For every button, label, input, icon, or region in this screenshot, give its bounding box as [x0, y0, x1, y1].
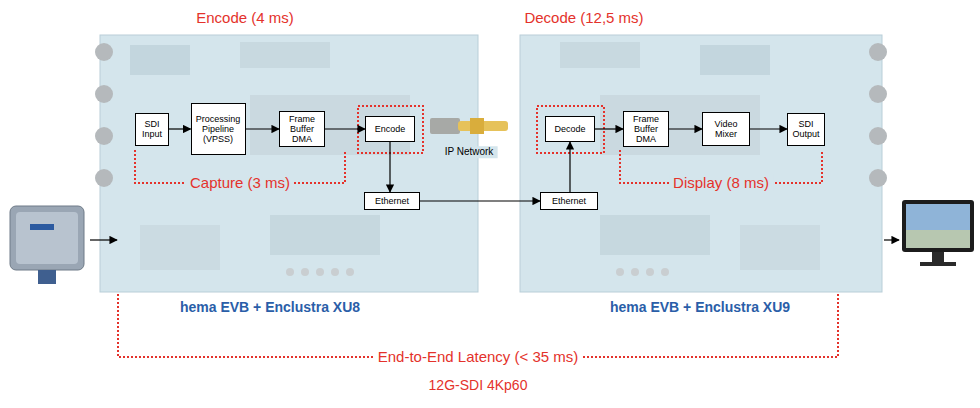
- cable-boot: [470, 118, 484, 134]
- cable-plug: [430, 118, 460, 134]
- monitor-frame: [902, 200, 974, 252]
- monitor: [902, 200, 974, 266]
- flow-arrow: [389, 142, 390, 192]
- board-module: [250, 95, 410, 155]
- flow-arrow: [420, 200, 540, 201]
- network-cable: [430, 118, 508, 134]
- box-label: Frame Buffer DMA: [627, 114, 665, 144]
- flow-arrow: [595, 128, 623, 129]
- board-part: [140, 225, 220, 270]
- process-box: Frame Buffer DMA: [279, 111, 325, 147]
- process-box: Video Mixer: [702, 112, 750, 146]
- monitor-picture: [906, 230, 970, 248]
- process-box: Ethernet: [540, 192, 598, 210]
- board-name: hema EVB + Enclustra XU9: [606, 299, 794, 315]
- flow-arrow: [246, 128, 280, 129]
- buttons: [616, 268, 669, 276]
- output-arrow: [884, 239, 899, 240]
- box-label: Video Mixer: [706, 119, 746, 139]
- box-label: SDI Output: [791, 119, 821, 139]
- board-part: [270, 215, 380, 255]
- board-part: [560, 42, 640, 68]
- right-board: [520, 35, 887, 292]
- buttons: [286, 268, 354, 276]
- box-label: Ethernet: [552, 196, 586, 206]
- flow-arrow: [750, 128, 787, 129]
- camera: [10, 206, 84, 284]
- board-part: [700, 45, 770, 75]
- box-label: Processing Pipeline (VPSS): [195, 114, 242, 144]
- input-arrow: [90, 239, 117, 240]
- flow-arrow: [569, 142, 570, 192]
- process-box: Ethernet: [364, 192, 420, 210]
- board-part: [130, 45, 190, 75]
- board-module: [600, 95, 760, 155]
- camera-mount: [38, 270, 56, 284]
- process-box: Processing Pipeline (VPSS): [191, 103, 246, 155]
- stage-timing: Display (8 ms): [669, 174, 773, 191]
- box-label: Encode: [375, 124, 406, 134]
- dotted-frames: [118, 106, 838, 357]
- box-label: SDI Input: [139, 119, 165, 139]
- flow-arrow: [169, 128, 191, 129]
- monitor-screen: [906, 204, 970, 248]
- latency-label: End-to-End Latency (< 35 ms): [374, 348, 583, 365]
- process-box: SDI Input: [135, 113, 169, 146]
- stage-timing: Capture (3 ms): [186, 174, 294, 191]
- bnc-connectors: [869, 43, 887, 187]
- board-part: [740, 225, 820, 270]
- format-label: 12G-SDI 4Kp60: [425, 377, 532, 393]
- camera-face: [16, 212, 78, 264]
- camera-logo: [30, 224, 54, 230]
- board-part: [600, 215, 710, 255]
- process-box: Decode: [545, 116, 595, 142]
- network-label: IP Network: [441, 146, 498, 158]
- process-box: SDI Output: [787, 113, 825, 146]
- board-pcb: [100, 35, 478, 292]
- bnc-connectors: [95, 43, 113, 187]
- monitor-neck: [932, 252, 944, 262]
- camera-body: [10, 206, 84, 270]
- board-part: [240, 42, 330, 68]
- process-box: Frame Buffer DMA: [623, 111, 669, 147]
- board-name: hema EVB + Enclustra XU8: [176, 299, 364, 315]
- flow-arrow: [325, 128, 365, 129]
- box-label: Decode: [554, 124, 585, 134]
- box-label: Ethernet: [375, 196, 409, 206]
- flow-arrow: [669, 128, 702, 129]
- left-board: [95, 35, 478, 292]
- stage-timing: Encode (4 ms): [192, 9, 298, 26]
- process-box: Encode: [365, 116, 415, 142]
- monitor-foot: [920, 262, 956, 266]
- stage-timing: Decode (12,5 ms): [520, 9, 647, 26]
- board-pcb: [520, 35, 882, 292]
- box-label: Frame Buffer DMA: [283, 114, 321, 144]
